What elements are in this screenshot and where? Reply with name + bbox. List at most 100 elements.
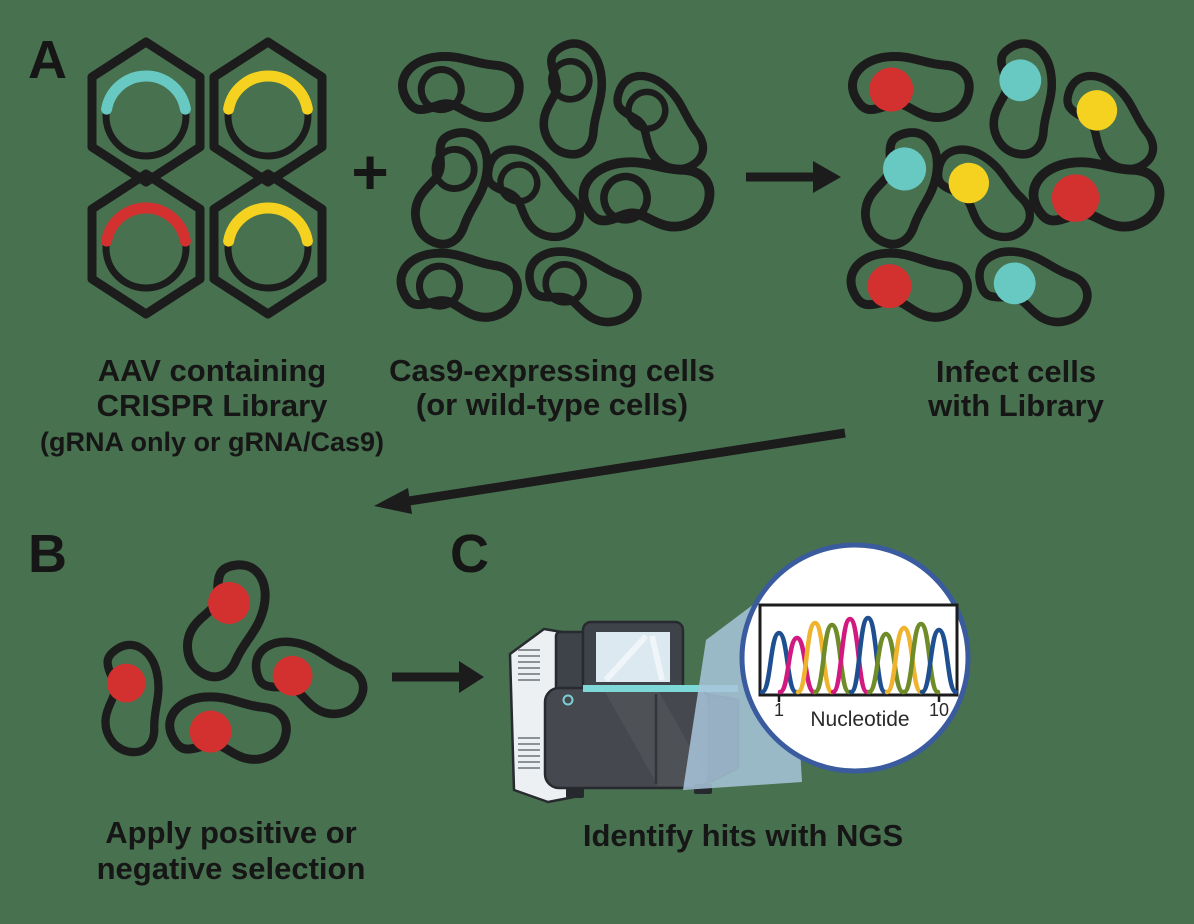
aav-capsid-icon — [87, 37, 205, 187]
panel-c: C — [392, 524, 971, 853]
tick-label-last: 10 — [929, 700, 949, 720]
cell-icon — [398, 44, 524, 132]
nucleus — [542, 261, 588, 306]
panel-b-label: B — [28, 524, 67, 584]
caption-line: negative selection — [97, 851, 366, 886]
peak-trace — [901, 621, 941, 695]
vent-lines — [518, 649, 540, 681]
infection-dot — [993, 262, 1036, 305]
nucleus — [431, 145, 478, 193]
infection-dot — [867, 264, 912, 309]
capsid-hexagon — [209, 37, 327, 187]
infection-dot — [1051, 174, 1100, 222]
grna-arc — [223, 202, 313, 247]
panel-a-label: A — [28, 30, 67, 90]
peak-trace — [812, 622, 852, 695]
arrow-right-icon — [746, 161, 841, 193]
transition-arrow-icon — [374, 428, 846, 514]
capsid-hexagon — [87, 169, 205, 319]
nucleus — [625, 88, 669, 132]
cell-icon — [251, 638, 369, 718]
infect-caption: Infect cells with Library — [927, 354, 1104, 423]
cell-icon — [578, 146, 715, 245]
infected-cells-group — [848, 39, 1172, 325]
grna-arc — [101, 202, 191, 247]
cell-icon — [848, 245, 970, 326]
power-button — [562, 694, 574, 706]
aav-capsid-icon — [209, 37, 327, 187]
machine-foot — [566, 788, 584, 798]
cell-icon — [922, 139, 1046, 247]
cell-icon — [848, 44, 974, 132]
nucleus — [415, 262, 463, 310]
capsid-hexagon — [209, 169, 327, 319]
aav-library-group — [87, 37, 327, 319]
infection-dot — [869, 67, 914, 112]
chromatogram-peaks — [759, 615, 959, 695]
infection-dot — [999, 59, 1042, 102]
infection-dot — [1076, 90, 1118, 131]
ngs-caption: Identify hits with NGS — [583, 818, 903, 853]
cell-icon — [980, 39, 1064, 158]
tick-label-first: 1 — [774, 700, 784, 720]
x-axis-label: Nucleotide — [810, 708, 909, 731]
cell-icon — [530, 39, 614, 158]
peak-trace — [848, 615, 888, 695]
panel-b: B Apply positive or negative selection — [28, 524, 368, 886]
caption-line: CRISPR Library — [97, 388, 329, 423]
grna-arc — [101, 70, 191, 115]
arrow-right-icon — [392, 661, 484, 693]
aav-capsid-icon — [209, 169, 327, 319]
door-sheen — [604, 690, 712, 786]
selection-dot — [272, 655, 313, 696]
caption-line: (or wild-type cells) — [416, 387, 688, 422]
cas9-cells-group — [398, 39, 722, 325]
peak-trace — [866, 631, 906, 695]
cell-icon — [472, 139, 596, 247]
caption-line: with Library — [927, 388, 1104, 423]
cas9-cells-caption: Cas9-expressing cells (or wild-type cell… — [389, 353, 715, 422]
plus-sign: + — [351, 136, 388, 208]
nucleus — [547, 57, 593, 103]
infection-dot — [883, 147, 927, 191]
caption-line: (gRNA only or gRNA/Cas9) — [40, 427, 384, 457]
cell-icon — [863, 129, 940, 248]
cell-icon — [1028, 146, 1165, 245]
cell-icon — [975, 248, 1091, 325]
screen-glare — [603, 633, 665, 683]
cell-icon — [525, 248, 641, 325]
peak-trace — [795, 620, 835, 695]
cell-icon — [166, 686, 290, 770]
cell-icon — [398, 245, 520, 326]
peak-trace — [830, 616, 870, 695]
nucleus — [497, 161, 541, 205]
capsid-hexagon — [87, 37, 205, 187]
selection-caption: Apply positive or negative selection — [97, 815, 366, 886]
cell-icon — [1049, 65, 1172, 180]
aav-caption: AAV containing CRISPR Library (gRNA only… — [40, 353, 384, 457]
cell-icon — [599, 65, 722, 180]
ngs-sequencer-icon — [508, 620, 740, 804]
selection-dot — [189, 710, 232, 753]
caption-line: Cas9-expressing cells — [389, 353, 715, 388]
chromatogram-callout: 1 10 Nucleotide — [739, 542, 971, 774]
peak-trace — [759, 630, 799, 695]
panel-a: A + — [28, 30, 1172, 457]
cell-icon — [87, 639, 176, 758]
caption-line: Apply positive or — [105, 815, 356, 850]
peak-trace — [884, 625, 924, 695]
peak-trace — [919, 627, 959, 695]
infection-dot — [948, 162, 990, 204]
panel-c-label: C — [450, 524, 489, 584]
nucleus — [600, 172, 651, 224]
nucleus — [417, 66, 465, 114]
cell-icon — [183, 558, 271, 684]
caption-line: AAV containing — [98, 353, 326, 388]
selection-dot — [208, 581, 251, 624]
cell-icon — [413, 129, 490, 248]
caption-line: Infect cells — [936, 354, 1096, 389]
selection-dot — [106, 663, 146, 703]
vent-lines — [518, 737, 540, 769]
selected-cells-group — [87, 558, 369, 771]
